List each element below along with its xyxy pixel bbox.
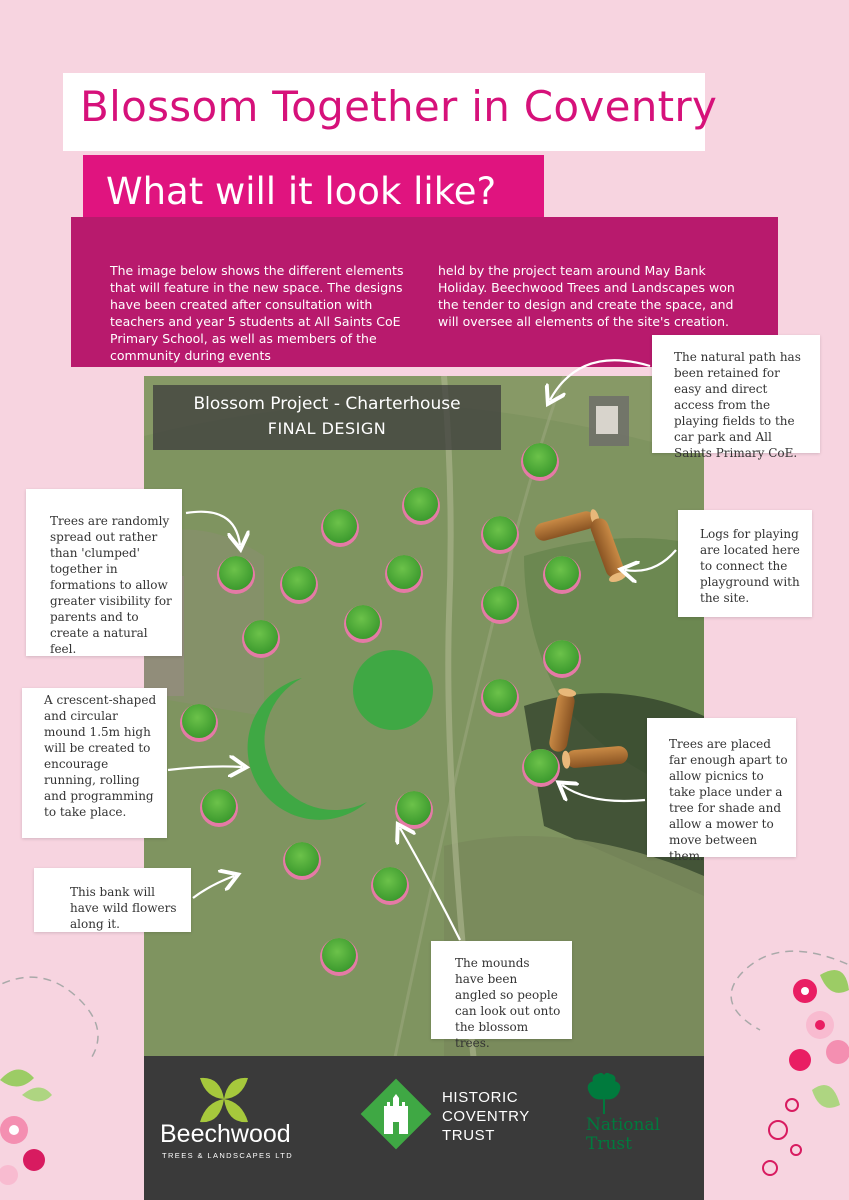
tree-icon [481,679,519,717]
circular-mound [353,650,433,730]
blossom-cluster-right-icon [762,970,849,1176]
subtitle-banner [83,155,544,223]
callout-trees-random: Trees are randomly spread out rather tha… [26,489,182,656]
hct-line-3: TRUST [442,1127,495,1144]
footer-logos: Beechwood TREES & LANDSCAPES LTD HISTORI… [144,1056,704,1200]
map-label-subtitle: FINAL DESIGN [267,419,387,438]
callout-text: This bank will have wild flowers along i… [70,885,177,931]
tree-icon [543,556,581,594]
tree-icon [481,586,519,624]
tree-icon [321,509,359,547]
beechwood-leaf-logo-icon [200,1077,248,1123]
callout-text: The natural path has been retained for e… [674,350,801,460]
beechwood-name: Beechwood [160,1120,291,1148]
beechwood-subtitle: TREES & LANDSCAPES LTD [162,1151,294,1160]
tree-icon [402,487,440,525]
national-trust-oak-leaf-icon [587,1072,621,1114]
callout-logs: Logs for playing are located here to con… [678,510,812,617]
tree-icon [385,555,423,593]
tree-icon [521,443,559,481]
blossom-cluster-left-icon [0,1069,52,1185]
callout-trees-apart: Trees are placed far enough apart to all… [647,718,796,863]
callout-mound: A crescent-shaped and circular mound 1.5… [22,688,167,838]
tree-icon [344,605,382,643]
callout-mounds-angled: The mounds have been angled so people ca… [431,941,572,1050]
hct-line-2: COVENTRY [442,1108,530,1125]
nt-line-1: National [586,1115,661,1135]
title-banner [63,73,705,151]
tree-icon [481,516,519,554]
page-subtitle: What will it look like? [106,170,497,213]
tree-icon [522,749,560,787]
aerial-site-map [144,376,704,1062]
tree-icon [283,842,321,880]
site-map-graphic [144,376,704,1062]
intro-column-left: The image below shows the different elem… [110,263,404,363]
tree-icon [180,704,218,742]
historic-coventry-trust-logo-icon [360,1078,432,1150]
crescent-mound [247,678,367,820]
tree-icon [543,640,581,678]
tree-icon [242,620,280,658]
callout-text: A crescent-shaped and circular mound 1.5… [44,693,157,819]
tree-icon [280,566,318,604]
callout-text: Trees are randomly spread out rather tha… [50,514,172,656]
hct-line-1: HISTORIC [442,1089,519,1106]
tree-icon [371,867,409,905]
tree-icon [320,938,358,976]
page-title: Blossom Together in Coventry [80,82,718,131]
callout-text: Trees are placed far enough apart to all… [669,737,788,863]
intro-column-right: held by the project team around May Bank… [438,263,735,329]
nt-line-2: Trust [586,1134,632,1154]
callout-bank: This bank will have wild flowers along i… [34,868,191,932]
callout-text: The mounds have been angled so people ca… [455,956,561,1050]
play-logs [534,509,628,769]
callout-text: Logs for playing are located here to con… [700,527,800,605]
map-label-title: Blossom Project - Charterhouse [193,394,461,414]
callout-natural-path: The natural path has been retained for e… [652,335,820,460]
tree-icon [395,791,433,829]
hct-name: HISTORIC COVENTRY TRUST [442,1088,530,1145]
tree-icon [200,789,238,827]
national-trust-name: National Trust [586,1116,660,1154]
tree-icon [217,556,255,594]
map-label: Blossom Project - Charterhouse FINAL DES… [153,385,501,450]
tree-markers [180,443,581,976]
